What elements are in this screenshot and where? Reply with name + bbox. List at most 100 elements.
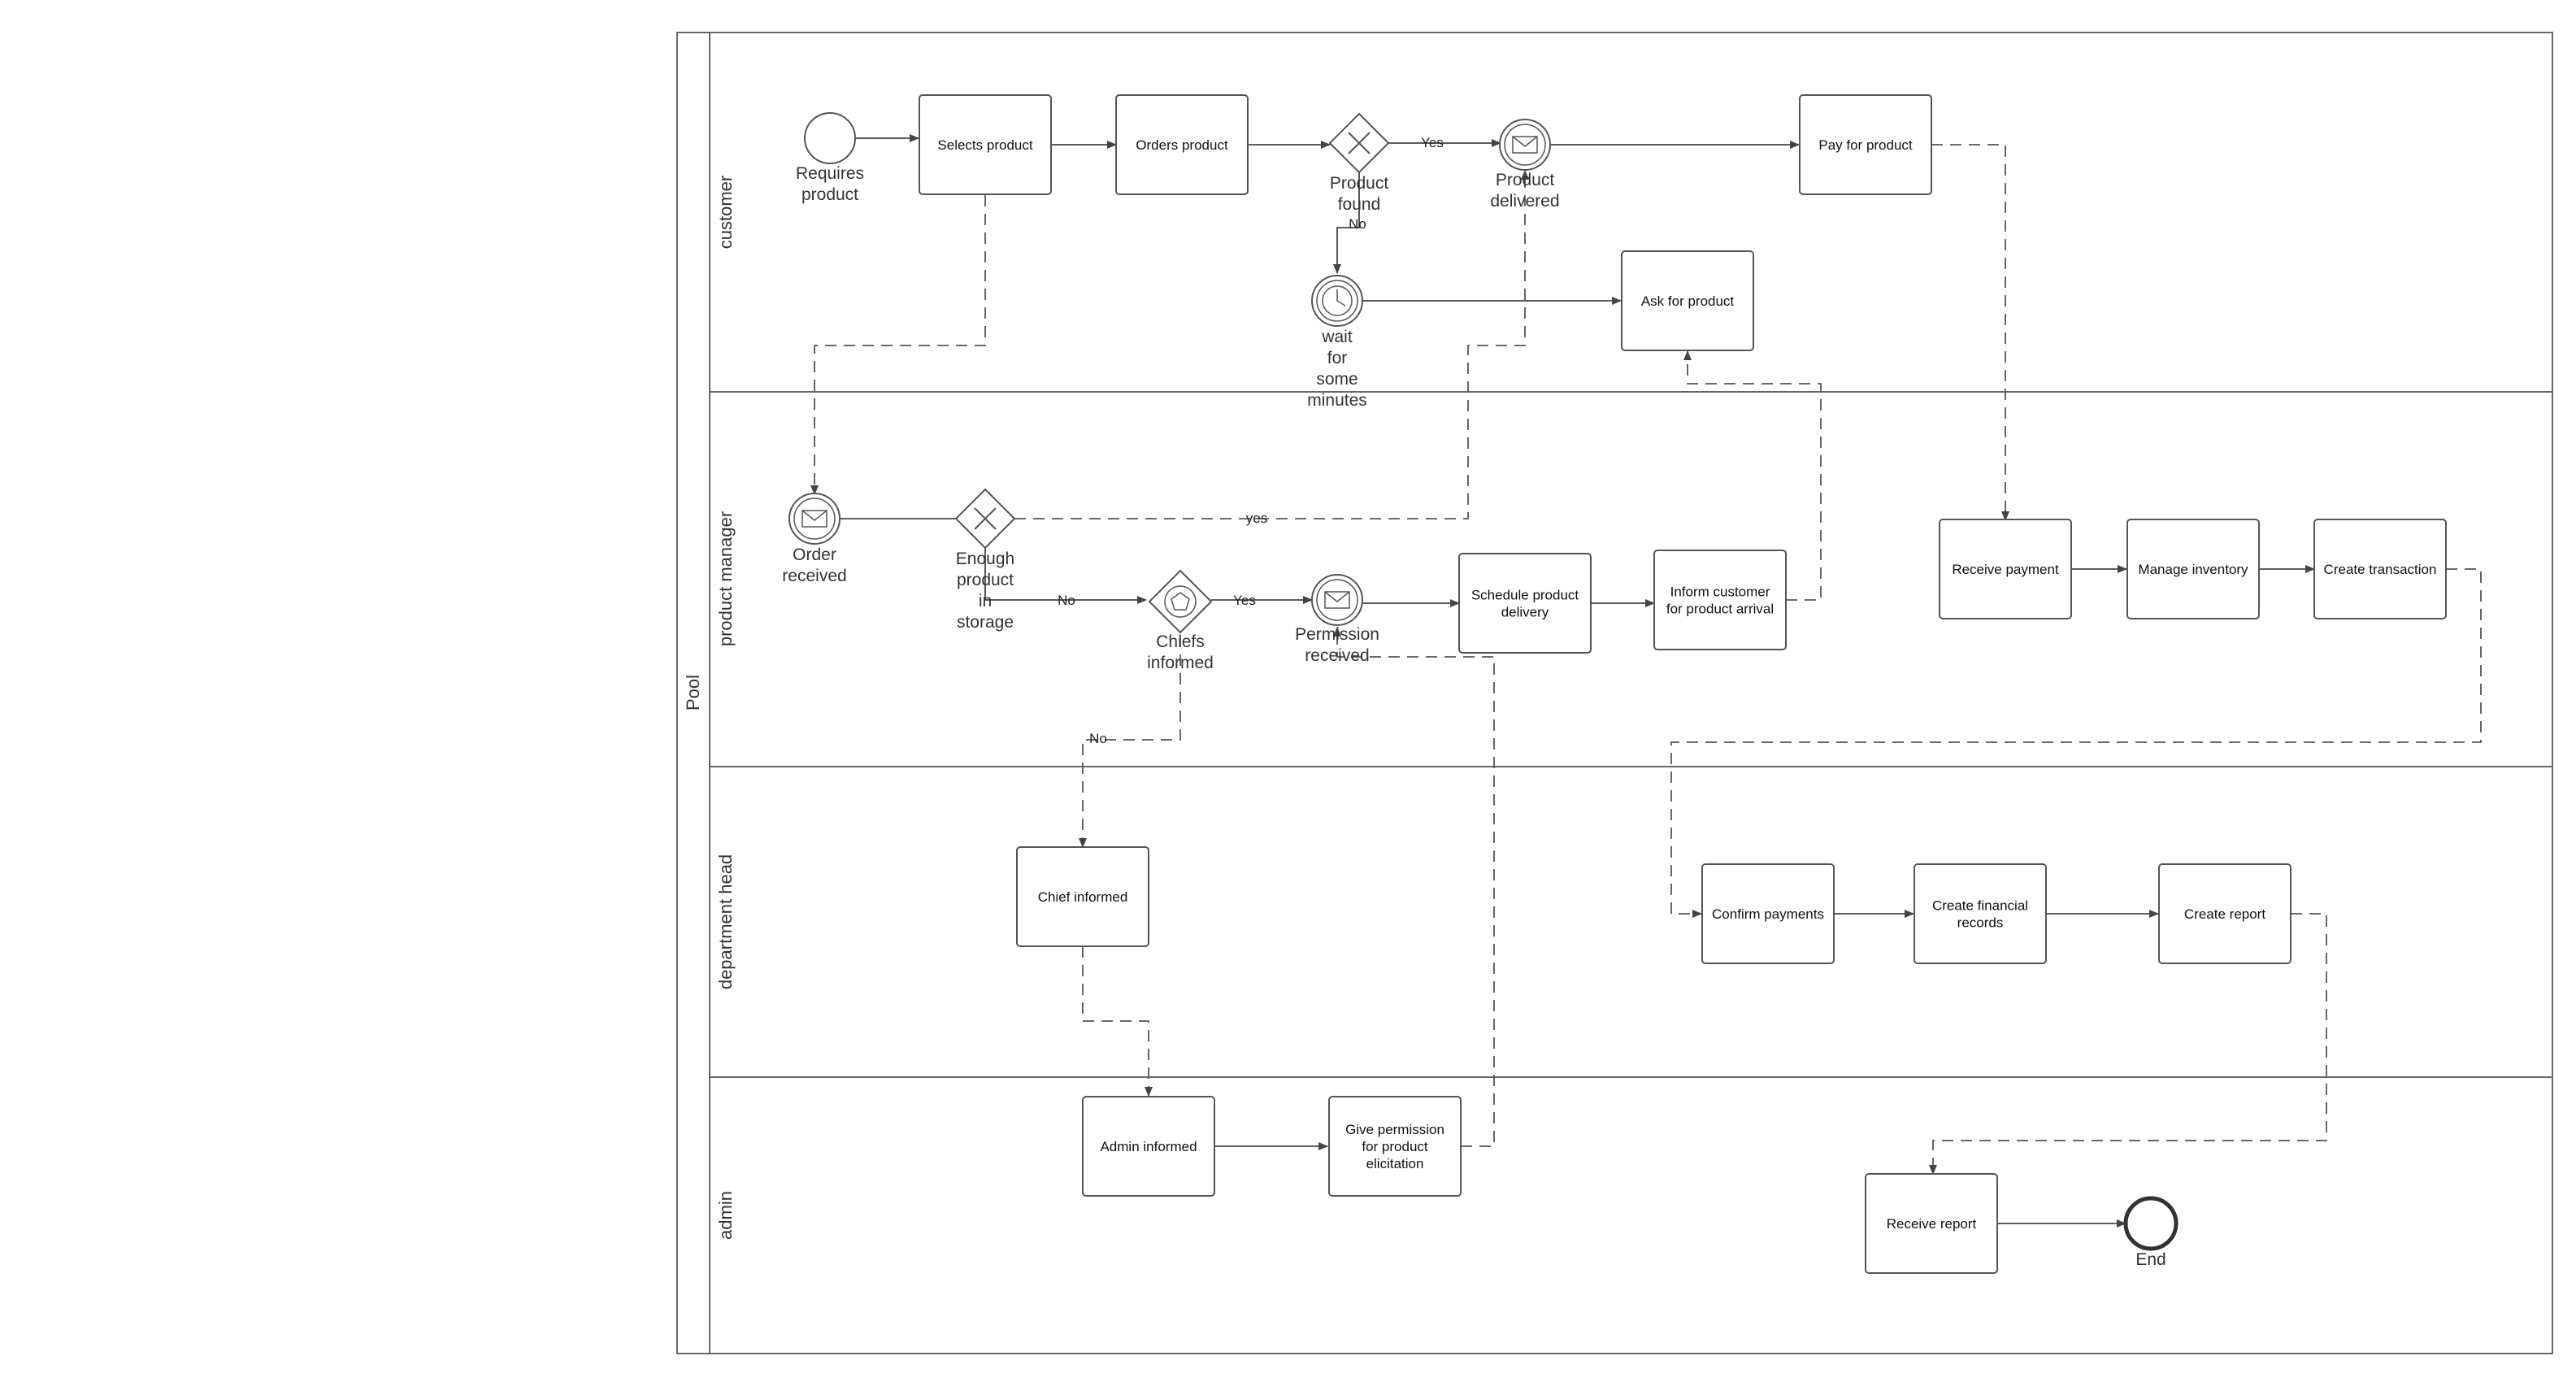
msg-chiefs-no-to-chief[interactable]: [1079, 636, 1181, 848]
task-label: for product: [1362, 1139, 1428, 1154]
product-found-label: found: [1338, 195, 1381, 214]
task-manage-inventory[interactable]: Manage inventory: [2126, 519, 2260, 619]
msg-pay-to-receive-payment[interactable]: [1931, 144, 2009, 521]
requires-product-label: Requires: [796, 164, 864, 183]
end-event-circle[interactable]: [2123, 1196, 2179, 1251]
task-label: delivery: [1501, 605, 1549, 620]
wait-label: some: [1316, 370, 1358, 389]
task-label: Create transaction: [2324, 562, 2437, 577]
task-box[interactable]: [1115, 94, 1249, 195]
flow-labels: Yes No yes No Yes No: [1058, 135, 1444, 746]
task-ask-for-product[interactable]: Ask for product: [1621, 250, 1754, 351]
x-icon: [1348, 132, 1371, 154]
msg-chief-to-admin[interactable]: [1082, 946, 1153, 1097]
enough-product-label: storage: [957, 613, 1014, 632]
message-event-inner: [1504, 124, 1546, 166]
order-received-label: received: [782, 567, 846, 585]
task-receive-report[interactable]: Receive report: [1865, 1173, 1998, 1274]
task-label: Manage inventory: [2138, 562, 2248, 577]
product-found-label: Product: [1330, 174, 1389, 193]
task-label: Receive report: [1887, 1216, 1977, 1232]
task-create-transaction[interactable]: Create transaction: [2313, 519, 2447, 619]
lane-label-department-head: department head: [715, 854, 736, 989]
pool-label: Pool: [683, 675, 703, 711]
flow-label-no: No: [1349, 216, 1366, 232]
task-label: Inform customer: [1670, 585, 1770, 600]
flow-enough-no[interactable]: [984, 548, 1147, 604]
task-box[interactable]: [919, 94, 1052, 195]
envelope-icon: [801, 510, 828, 528]
end-label: End: [2135, 1250, 2165, 1269]
pentagon-icon: [1171, 592, 1190, 611]
task-box[interactable]: [1328, 1096, 1462, 1197]
product-delivered-label: Product: [1496, 171, 1555, 189]
enough-product-label: product: [957, 571, 1014, 589]
task-confirm-payments[interactable]: Confirm payments: [1701, 863, 1835, 964]
msg-report-to-receive-report[interactable]: [1929, 913, 2327, 1175]
flow-label-yes: Yes: [1421, 135, 1444, 150]
event-based-gateway[interactable]: [1148, 569, 1213, 634]
clock-icon: [1322, 285, 1353, 316]
wait-label: minutes: [1307, 391, 1367, 410]
enough-product-label: in: [979, 592, 992, 611]
task-chief-informed[interactable]: Chief informed: [1016, 846, 1149, 947]
task-selects-product[interactable]: Selects product: [919, 94, 1052, 195]
task-box[interactable]: [1914, 863, 2047, 964]
events: [788, 112, 2179, 1251]
task-create-report[interactable]: Create report: [2158, 863, 2291, 964]
task-box[interactable]: [2313, 519, 2447, 619]
task-box[interactable]: [1799, 94, 1932, 195]
lane-label-customer: customer: [715, 176, 736, 249]
enough-product-label: Enough: [956, 550, 1014, 568]
product-delivered-label: delivered: [1490, 192, 1559, 211]
msg-selects-to-order-received[interactable]: [810, 195, 986, 495]
msg-permission-to-received[interactable]: [1333, 627, 1495, 1147]
task-label: Selects product: [937, 137, 1032, 153]
permission-received-label: received: [1305, 646, 1369, 665]
pool-border: [676, 32, 2553, 1354]
task-box[interactable]: [1653, 550, 1787, 650]
message-event-inner: [793, 498, 836, 540]
chiefs-informed-label: Chiefs: [1156, 632, 1205, 651]
task-admin-informed[interactable]: Admin informed: [1082, 1096, 1215, 1197]
task-label: Chief informed: [1038, 889, 1128, 905]
wait-label: for: [1327, 349, 1348, 367]
task-box[interactable]: [1458, 553, 1592, 654]
task-box[interactable]: [1865, 1173, 1998, 1274]
msg-inform-to-ask[interactable]: [1683, 350, 1822, 601]
chiefs-informed-label: informed: [1147, 654, 1214, 672]
task-box[interactable]: [2158, 863, 2291, 964]
task-box[interactable]: [2126, 519, 2260, 619]
message-flows: [810, 144, 2482, 1175]
pool: Pool customer product manager department…: [676, 32, 2553, 1354]
msg-transaction-to-confirm[interactable]: [1670, 568, 2482, 918]
task-box[interactable]: [1701, 863, 1835, 964]
task-orders-product[interactable]: Orders product: [1115, 94, 1249, 195]
task-pay-for-product[interactable]: Pay for product: [1799, 94, 1932, 195]
task-label: Create report: [2184, 906, 2265, 922]
task-label: Orders product: [1136, 137, 1228, 153]
task-label: Create financial: [1932, 898, 2028, 914]
task-box[interactable]: [1621, 250, 1754, 351]
task-receive-payment[interactable]: Receive payment: [1939, 519, 2072, 619]
task-label: Receive payment: [1952, 562, 2059, 577]
task-label: Admin informed: [1100, 1139, 1197, 1154]
wait-label: wait: [1321, 328, 1353, 346]
message-event-inner: [1316, 579, 1358, 621]
task-give-permission[interactable]: Give permission for product elicitation: [1328, 1096, 1462, 1197]
lane-label-product-manager: product manager: [715, 511, 736, 646]
task-label: Confirm payments: [1712, 906, 1824, 922]
msg-enough-yes-to-delivered[interactable]: [1014, 170, 1529, 519]
start-event-circle[interactable]: [804, 112, 856, 164]
task-box[interactable]: [1939, 519, 2072, 619]
task-box[interactable]: [1082, 1096, 1215, 1197]
envelope-icon: [1512, 136, 1538, 154]
task-label: Ask for product: [1641, 293, 1735, 309]
task-box[interactable]: [1016, 846, 1149, 947]
flow-found-no[interactable]: [1333, 172, 1360, 274]
task-label: elicitation: [1366, 1156, 1424, 1171]
task-label: Give permission: [1345, 1122, 1444, 1137]
